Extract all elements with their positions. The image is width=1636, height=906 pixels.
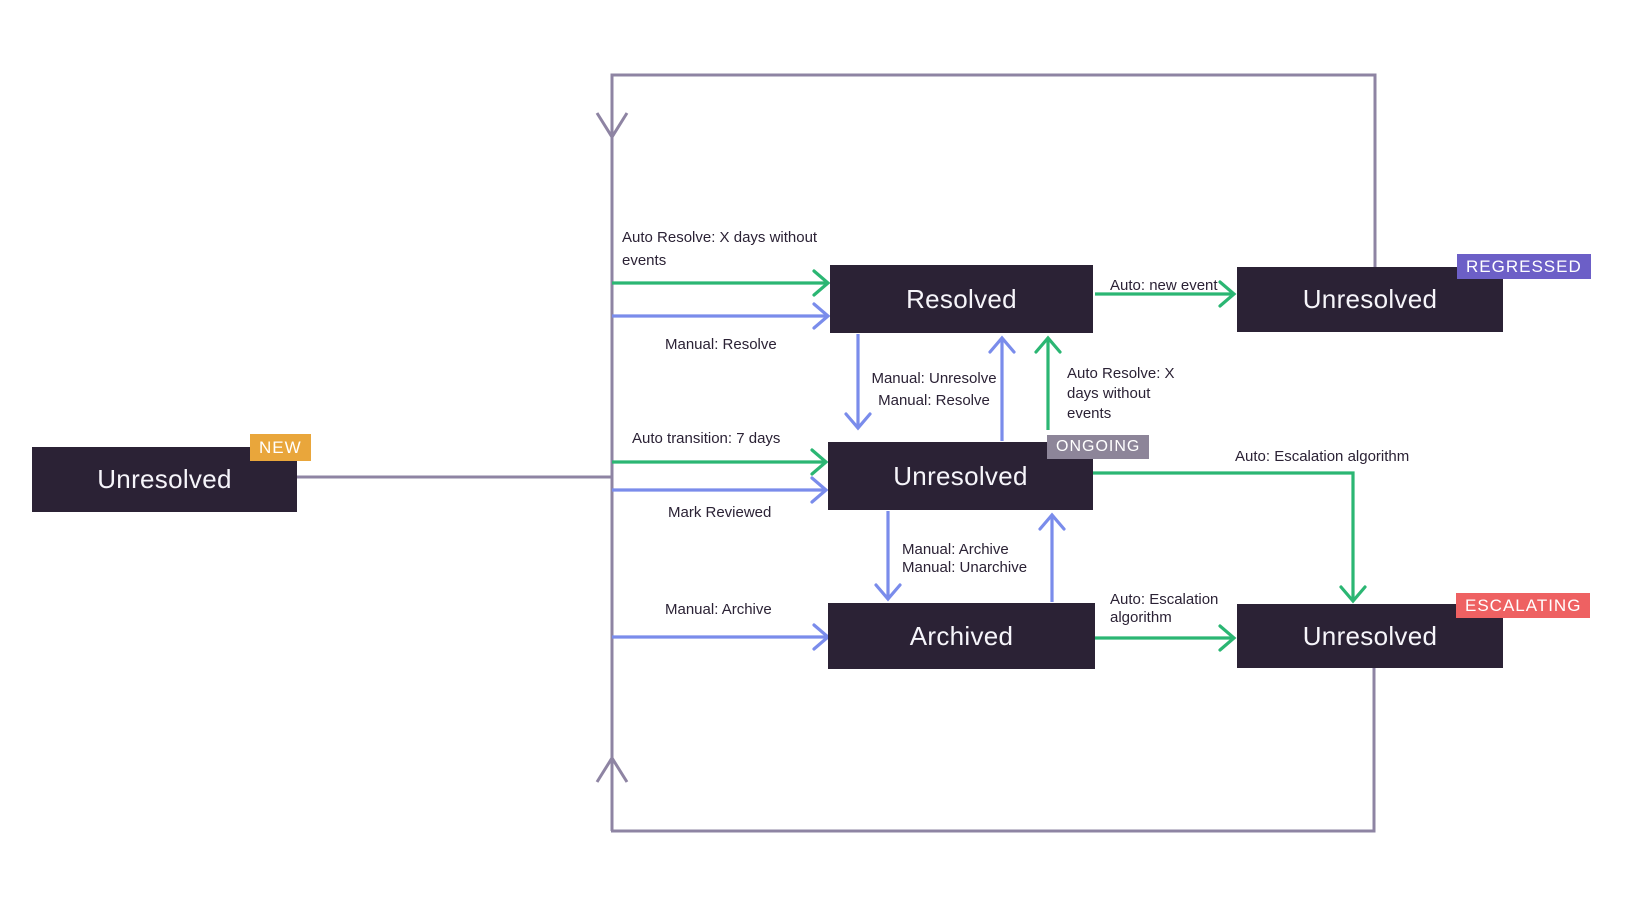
loop-arrowhead-down-icon	[595, 112, 629, 140]
state-label: Archived	[909, 620, 1014, 651]
state-label: Unresolved	[893, 460, 1028, 491]
loop-arrowhead-up-icon	[595, 755, 629, 783]
badge-regressed: REGRESSED	[1457, 254, 1591, 279]
label-manual-resolve-left: Manual: Resolve	[665, 336, 777, 353]
state-label: Unresolved	[1302, 284, 1438, 314]
label-auto-new-event: Auto: new event	[1110, 277, 1218, 294]
loop-top-line	[610, 73, 1377, 831]
arrow-auto-escalation-ongoing-to-escalating	[1093, 471, 1367, 604]
label-auto-escalation-bottom: Auto: Escalation algorithm	[1110, 591, 1219, 626]
badge-new: NEW	[250, 434, 311, 461]
label-manual-unresolve-resolve: Manual: Unresolve Manual: Resolve	[871, 370, 997, 409]
state-label: Unresolved	[97, 464, 232, 494]
label-auto-resolve-mid: Auto Resolve: X days without events	[1067, 365, 1175, 422]
state-label: Resolved	[906, 283, 1017, 314]
badge-escalating: ESCALATING	[1456, 593, 1591, 618]
badge-ongoing: ONGOING	[1047, 435, 1150, 459]
state-box-resolved: Resolved	[830, 265, 1093, 333]
label-manual-archive-unarchive: Manual: Archive Manual: Unarchive	[902, 541, 1028, 576]
label-manual-archive-left: Manual: Archive	[665, 601, 772, 618]
label-auto-transition: Auto transition: 7 days	[632, 430, 781, 447]
state-label: Unresolved	[1302, 620, 1438, 651]
state-box-archived: Archived	[828, 603, 1095, 669]
loop-bottom-line	[611, 668, 1376, 833]
label-auto-resolve-left: Auto Resolve: X days without events	[622, 229, 818, 269]
label-mark-reviewed: Mark Reviewed	[668, 504, 772, 521]
label-auto-escalation-top: Auto: Escalation algorithm	[1235, 448, 1410, 465]
